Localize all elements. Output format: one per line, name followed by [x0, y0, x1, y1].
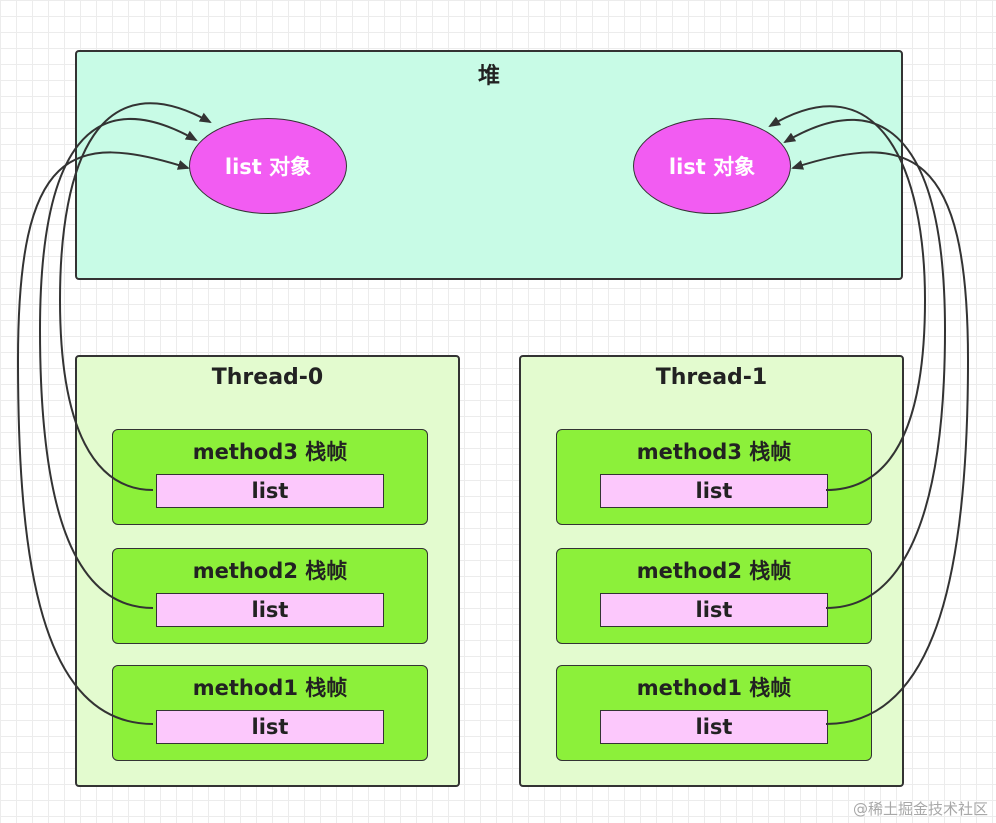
thread-0-box: Thread-0 method3 栈帧 list method2 栈帧 list… [75, 355, 460, 787]
thread-1-frame-method1: method1 栈帧 list [556, 665, 872, 761]
arrow-t0-method2 [38, 118, 198, 609]
frame-title: method1 栈帧 [192, 676, 348, 700]
thread-1-frame-method2: method2 栈帧 list [556, 548, 872, 644]
thread-1-frame-method3: method3 栈帧 list [556, 429, 872, 525]
frame-local-var: list [156, 710, 384, 744]
watermark: @稀土掘金技术社区 [852, 800, 988, 818]
frame-title: method2 栈帧 [192, 559, 348, 583]
frame-local-var: list [156, 474, 384, 508]
thread-0-frame-method2: method2 栈帧 list [112, 548, 428, 644]
frame-local-var: list [156, 593, 384, 627]
frame-local-var: list [600, 710, 828, 744]
arrow-t0-method3 [58, 102, 212, 491]
frame-title: method3 栈帧 [192, 440, 348, 464]
thread-1-title: Thread-1 [655, 365, 768, 390]
arrow-t0-method1 [16, 151, 190, 725]
arrow-t1-method3 [768, 105, 927, 491]
heap-region: 堆 list 对象 list 对象 [75, 50, 903, 280]
frame-local-var: list [600, 474, 828, 508]
frame-title: method1 栈帧 [636, 676, 792, 700]
heap-title: 堆 [477, 64, 500, 89]
thread-0-frame-method1: method1 栈帧 list [112, 665, 428, 761]
thread-0-title: Thread-0 [211, 365, 324, 390]
arrow-t1-method2 [783, 118, 947, 609]
frame-local-var: list [600, 593, 828, 627]
thread-0-frame-method3: method3 栈帧 list [112, 429, 428, 525]
thread-1-box: Thread-1 method3 栈帧 list method2 栈帧 list… [519, 355, 904, 787]
heap-object-right: list 对象 [633, 118, 791, 214]
frame-title: method2 栈帧 [636, 559, 792, 583]
arrow-t1-method1 [791, 151, 970, 725]
frame-title: method3 栈帧 [636, 440, 792, 464]
